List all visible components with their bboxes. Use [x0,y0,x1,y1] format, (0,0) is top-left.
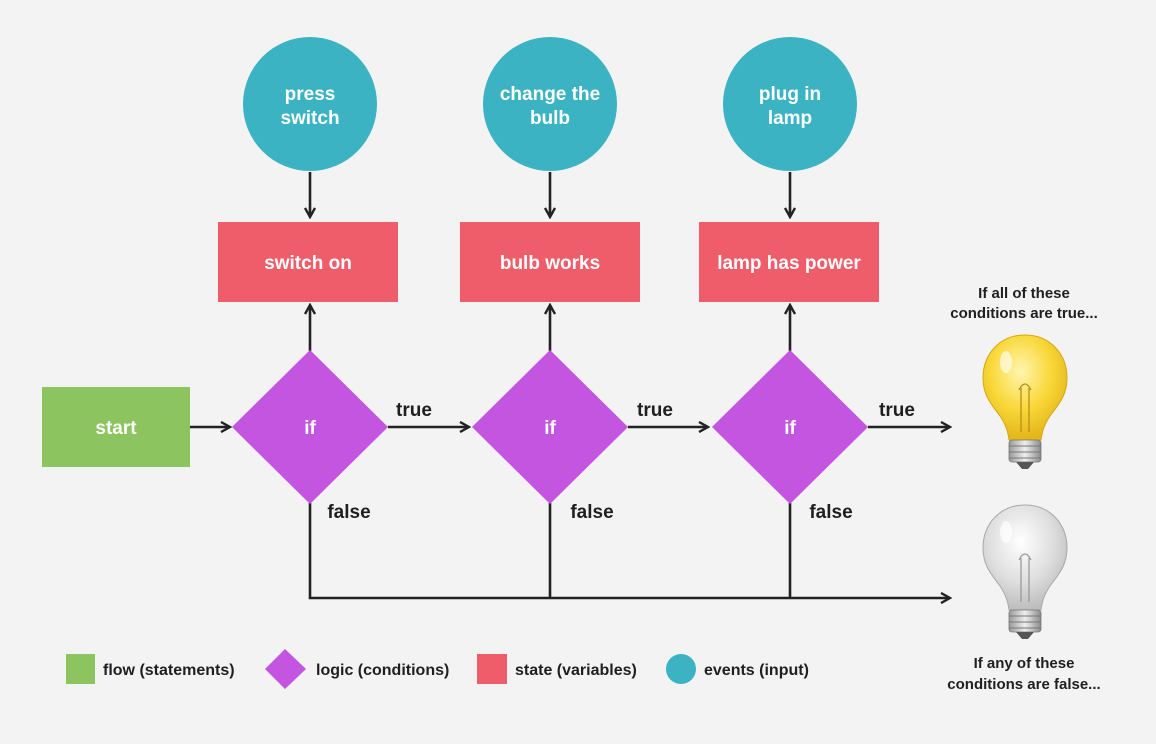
false-label: false [570,502,613,523]
legend-item-events: events (input) [666,654,809,684]
any-false-caption-line1: If any of these [974,655,1075,672]
legend-swatch-square [477,654,507,684]
all-true-caption-line1: If all of these [978,285,1070,302]
false-label: false [809,502,852,523]
legend-label: logic (conditions) [316,662,449,679]
condition-node: if [232,350,388,504]
legend: flow (statements) logic (conditions) sta… [66,649,809,689]
event-node: plug in lamp [723,37,857,171]
event-circle [243,37,377,171]
condition-node: if [712,350,868,504]
legend-swatch-circle [666,654,696,684]
start-label: start [95,418,137,439]
true-label: true [637,400,673,421]
condition-diamond [712,350,868,504]
false-label: false [327,502,370,523]
condition-diamond [472,350,628,504]
all-true-caption-line2: conditions are true... [950,305,1098,322]
condition-label: if [544,418,556,439]
start-box [42,387,190,467]
state-node: lamp has power [699,222,879,302]
event-label-line1: change the [500,84,600,105]
legend-item-state: state (variables) [477,654,637,684]
legend-item-flow: flow (statements) [66,654,235,684]
legend-label: state (variables) [515,662,637,679]
event-node: change the bulb [483,37,617,171]
legend-swatch-diamond [265,649,306,689]
event-circle [723,37,857,171]
event-label-line2: lamp [768,108,812,129]
legend-item-logic: logic (conditions) [265,649,449,689]
state-box [699,222,879,302]
event-label-line1: plug in [759,84,821,105]
state-box [460,222,640,302]
legend-label: flow (statements) [103,662,235,679]
event-label-line2: bulb [530,108,570,129]
legend-swatch-square [66,654,95,684]
true-label: true [879,400,915,421]
event-circle [483,37,617,171]
event-label-line2: switch [280,108,339,129]
legend-label: events (input) [704,662,809,679]
false-branch-line [308,503,950,598]
state-node: bulb works [460,222,640,302]
condition-label: if [304,418,316,439]
start-node: start [42,387,190,467]
condition-diamond [232,350,388,504]
state-label: switch on [264,253,352,274]
condition-label: if [784,418,796,439]
state-node: switch on [218,222,398,302]
state-box [218,222,398,302]
event-node: press switch [243,37,377,171]
state-label: lamp has power [717,253,861,274]
lit-bulb-icon [982,334,1068,469]
any-false-caption-line2: conditions are false... [947,676,1100,693]
event-label-line1: press [285,84,336,105]
condition-node: if [472,350,628,504]
state-label: bulb works [500,253,600,274]
true-label: true [396,400,432,421]
unlit-bulb-icon [982,504,1068,639]
connectors [190,172,950,598]
